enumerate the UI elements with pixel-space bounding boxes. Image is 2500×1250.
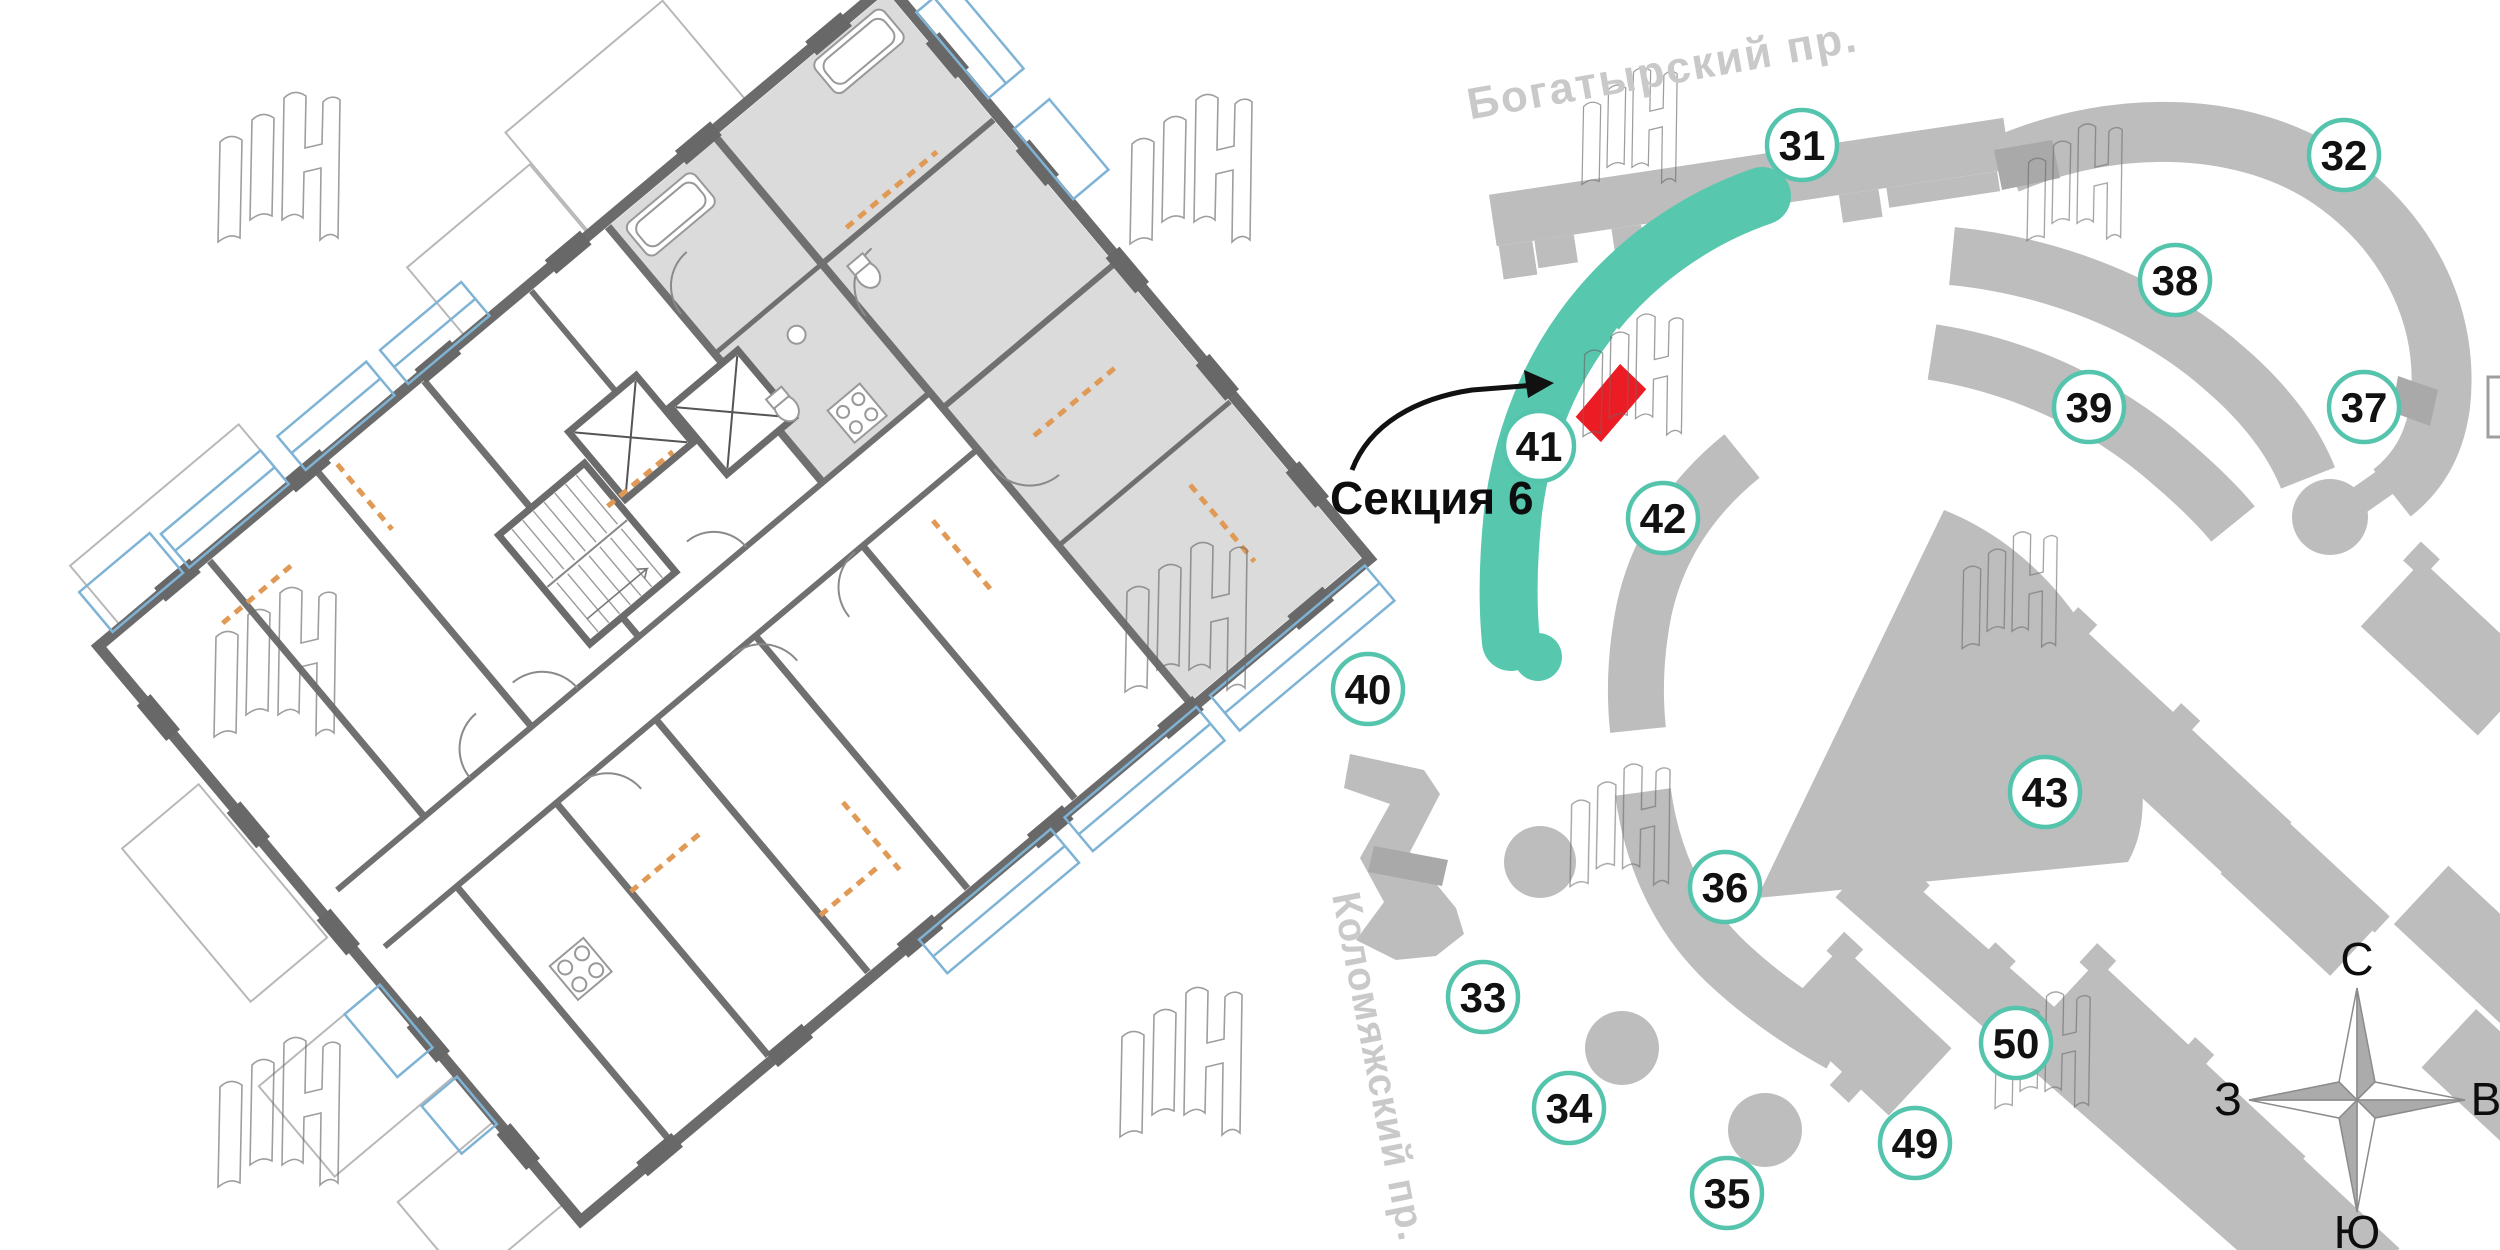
fan-step-1 — [1831, 741, 1869, 779]
marker-37[interactable]: 37 — [2326, 369, 2402, 445]
marker-41[interactable]: 41 — [1501, 408, 1577, 484]
svg-text:37: 37 — [2341, 384, 2388, 431]
building-41-end-block — [1514, 633, 1562, 681]
marker-49[interactable]: 49 — [1877, 1105, 1953, 1181]
svg-text:39: 39 — [2066, 384, 2113, 431]
wall-piers — [136, 12, 1335, 1177]
building-32-37-arc — [1995, 101, 2472, 517]
clipped-outline-building — [2486, 375, 2500, 439]
overlap-shade-top — [1994, 140, 2060, 190]
svg-text:49: 49 — [1892, 1120, 1939, 1167]
closet-symbols — [221, 149, 1257, 918]
svg-text:32: 32 — [2321, 132, 2368, 179]
band-bump-1 — [1890, 866, 1930, 906]
callout-arrow-icon — [1349, 370, 1554, 471]
compass-rose-icon — [2248, 987, 2466, 1213]
marker-31[interactable]: 31 — [1764, 107, 1840, 183]
marker-33[interactable]: 33 — [1445, 959, 1521, 1035]
section-callout-label: Секция 6 — [1330, 472, 1534, 524]
compass-north: С — [2340, 933, 2373, 985]
marker-40[interactable]: 40 — [1330, 651, 1406, 727]
overlap-shade-right — [2392, 376, 2438, 426]
building-43-cluster — [2021, 607, 2390, 976]
marker-34[interactable]: 34 — [1531, 1070, 1607, 1146]
building-38-arc — [1948, 227, 2335, 490]
svg-text:38: 38 — [2152, 257, 2199, 304]
bath-kitchen-fixtures — [548, 8, 905, 1002]
building-49-50-cluster — [2040, 943, 2400, 1250]
svg-text:42: 42 — [1640, 495, 1687, 542]
marker-32[interactable]: 32 — [2306, 117, 2382, 193]
compass-south: Ю — [2334, 1206, 2380, 1250]
building-markers: 31 32 38 37 39 41 42 40 43 36 33 50 34 4… — [1330, 107, 2402, 1231]
svg-text:33: 33 — [1460, 974, 1507, 1021]
marker-39[interactable]: 39 — [2051, 369, 2127, 445]
fan-step-2 — [1852, 708, 1882, 738]
stair-core — [493, 458, 681, 649]
site-plan: Богатырский пр. Коломяжский пр. Секция 6… — [1323, 12, 2500, 1250]
building-40-dark-band — [1368, 846, 1448, 886]
balconies — [77, 0, 1397, 1156]
floor-plan — [68, 0, 1397, 1250]
svg-text:50: 50 — [1993, 1020, 2040, 1067]
marker-38[interactable]: 38 — [2137, 242, 2213, 318]
building-39-arc — [1927, 324, 2255, 542]
compass-east: В — [2471, 1073, 2500, 1125]
svg-text:43: 43 — [2022, 769, 2069, 816]
svg-text:40: 40 — [1345, 666, 1392, 713]
door-swings — [458, 247, 1060, 790]
band-bump-2 — [1976, 942, 2016, 982]
building-41-selected[interactable] — [1479, 167, 1791, 671]
elevator-shafts — [563, 345, 800, 505]
central-diagonal-band — [1835, 850, 2305, 1250]
building-42-arc — [1608, 434, 1760, 733]
marker-43[interactable]: 43 — [2007, 754, 2083, 830]
svg-text:41: 41 — [1516, 423, 1563, 470]
marker-36[interactable]: 36 — [1687, 849, 1763, 925]
svg-text:35: 35 — [1704, 1170, 1751, 1217]
notched-building — [1779, 931, 1952, 1116]
highlighted-apartment[interactable] — [608, 0, 1362, 792]
svg-text:34: 34 — [1546, 1085, 1593, 1132]
compass-west: З — [2214, 1073, 2242, 1125]
marker-35[interactable]: 35 — [1689, 1155, 1765, 1231]
svg-text:31: 31 — [1779, 122, 1826, 169]
trees — [1504, 826, 1802, 1167]
svg-text:36: 36 — [1702, 864, 1749, 911]
marker-50[interactable]: 50 — [1978, 1005, 2054, 1081]
section-6-highlight[interactable] — [1570, 358, 1652, 448]
building-37-round-block — [2292, 479, 2368, 555]
right-edge-buildings — [2360, 541, 2500, 1163]
marker-42[interactable]: 42 — [1625, 480, 1701, 556]
